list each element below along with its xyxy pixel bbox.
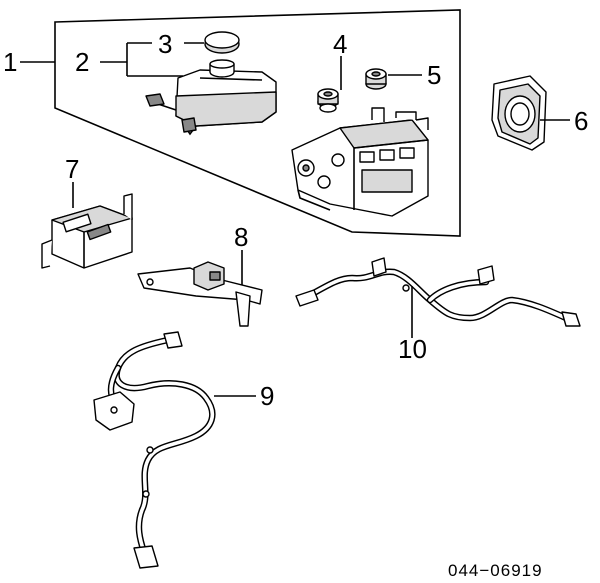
- callout-6[interactable]: 6: [540, 106, 588, 136]
- callout-10-label: 10: [398, 334, 427, 364]
- callout-5[interactable]: 5: [388, 60, 441, 90]
- callout-7-label: 7: [65, 154, 79, 184]
- abs-control-module[interactable]: [41, 193, 133, 269]
- callout-7[interactable]: 7: [65, 154, 79, 208]
- callout-3[interactable]: 3: [158, 29, 204, 59]
- gasket[interactable]: [491, 75, 547, 151]
- abs-actuator[interactable]: [291, 107, 429, 217]
- front-speed-sensor-harness[interactable]: [295, 257, 581, 327]
- callout-9-label: 9: [260, 381, 274, 411]
- callout-2-label: 2: [75, 47, 89, 77]
- callout-1-label: 1: [3, 47, 17, 77]
- diagram-reference-number: 044−06919: [448, 561, 543, 580]
- brake-fluid-reservoir[interactable]: [145, 59, 277, 136]
- reservoir-grommet-4[interactable]: [317, 88, 339, 113]
- callout-1[interactable]: 1: [3, 47, 55, 77]
- callout-2[interactable]: 2: [75, 42, 183, 77]
- callout-5-label: 5: [427, 60, 441, 90]
- callout-4[interactable]: 4: [333, 29, 347, 90]
- rear-speed-sensor-harness[interactable]: [93, 331, 216, 569]
- sensor-bracket[interactable]: [137, 261, 263, 327]
- reservoir-cap[interactable]: [204, 31, 240, 54]
- callout-4-label: 4: [333, 29, 347, 59]
- callout-8[interactable]: 8: [234, 222, 248, 286]
- callout-8-label: 8: [234, 222, 248, 252]
- callout-3-label: 3: [158, 29, 172, 59]
- callout-10[interactable]: 10: [398, 286, 427, 364]
- callout-6-label: 6: [574, 106, 588, 136]
- callout-9[interactable]: 9: [214, 381, 274, 411]
- assembly-outline: [54, 9, 461, 237]
- reservoir-grommet-5[interactable]: [365, 68, 387, 90]
